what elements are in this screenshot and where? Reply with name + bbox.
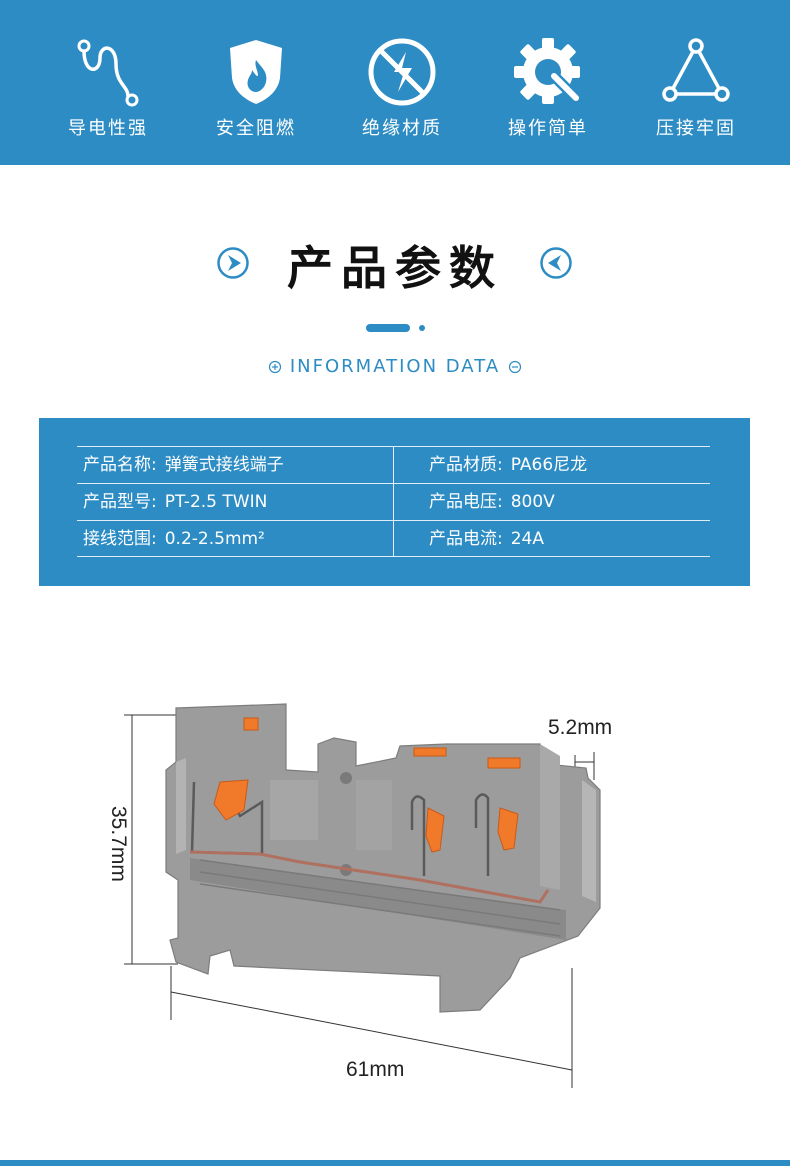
- spec-key: 产品名称: [83, 455, 151, 475]
- spec-key: 产品型号: [83, 492, 151, 512]
- feature-flame-safe: 安全阻燃: [186, 34, 326, 140]
- feature-band: 导电性强 安全阻燃 绝缘材质: [0, 0, 790, 165]
- spec-table: 产品名称:弹簧式接线端子 产品材质:PA66尼龙 产品型号:PT-2.5 TWI…: [77, 446, 710, 557]
- plus-circle-icon: [269, 360, 282, 374]
- bottom-strip: [0, 1160, 790, 1166]
- spec-key: 产品材质: [429, 455, 497, 475]
- feature-label: 导电性强: [68, 118, 148, 139]
- feature-label: 安全阻燃: [216, 118, 296, 139]
- feature-label: 操作简单: [508, 118, 588, 139]
- triangle-nodes-icon: [662, 38, 730, 102]
- spec-divider: [393, 484, 394, 520]
- conductive-wave-icon: [77, 39, 139, 107]
- spec-key: 产品电流: [429, 529, 497, 549]
- spec-cell: 产品名称:弹簧式接线端子: [83, 455, 284, 475]
- title-underline: [366, 324, 410, 332]
- gear-wrench-icon: [514, 38, 582, 104]
- section-subtitle: INFORMATION DATA: [0, 356, 790, 377]
- feature-label: 绝缘材质: [362, 118, 442, 139]
- spec-cell: 接线范围:0.2-2.5mm²: [83, 529, 265, 549]
- feature-easy-operation: 操作简单: [478, 34, 618, 140]
- spec-value: PA66尼龙: [510, 455, 588, 475]
- arrow-left-circle-icon: [540, 247, 572, 279]
- spec-divider: [393, 521, 394, 557]
- spec-value: 弹簧式接线端子: [164, 455, 284, 475]
- terminal-block-illustration: [124, 703, 601, 1088]
- spec-value: 24A: [510, 529, 544, 549]
- length-dimension-label: 61mm: [346, 1058, 405, 1081]
- spec-row: 接线范围:0.2-2.5mm² 产品电流:24A: [77, 520, 710, 557]
- dimension-drawing: 5.2mm 35.7mm 61mm: [0, 640, 790, 1100]
- spec-key: 产品电压: [429, 492, 497, 512]
- minus-circle-icon: [508, 360, 521, 374]
- orange-levers: [213, 717, 521, 853]
- spec-value: 800V: [510, 492, 555, 512]
- spec-row: 产品型号:PT-2.5 TWIN 产品电压:800V: [77, 483, 710, 520]
- feature-label: 压接牢固: [656, 118, 736, 139]
- spec-divider: [393, 447, 394, 483]
- feature-insulation: 绝缘材质: [332, 34, 472, 140]
- title-underline-dot: [419, 325, 425, 331]
- subtitle-text: INFORMATION DATA: [289, 356, 501, 377]
- spec-value: 0.2-2.5mm²: [164, 529, 265, 549]
- width-dimension-label: 5.2mm: [548, 716, 613, 739]
- spec-cell: 产品电流:24A: [429, 529, 544, 549]
- feature-firm-crimp: 压接牢固: [626, 34, 766, 140]
- spec-panel: 产品名称:弹簧式接线端子 产品材质:PA66尼龙 产品型号:PT-2.5 TWI…: [39, 418, 750, 586]
- height-dimension-label: 35.7mm: [107, 806, 130, 882]
- spec-key: 接线范围: [83, 529, 151, 549]
- terminal-housing: [165, 703, 601, 1013]
- section-title-row: 产品参数: [0, 228, 790, 298]
- spec-row: 产品名称:弹簧式接线端子 产品材质:PA66尼龙: [77, 446, 710, 483]
- spec-cell: 产品型号:PT-2.5 TWIN: [83, 492, 268, 512]
- page-title: 产品参数: [287, 241, 503, 295]
- spec-cell: 产品材质:PA66尼龙: [429, 455, 588, 475]
- arrow-right-circle-icon: [217, 247, 249, 279]
- spec-value: PT-2.5 TWIN: [164, 492, 268, 512]
- bus-bar: [189, 850, 550, 904]
- feature-conductive: 导电性强: [38, 34, 178, 140]
- flame-shield-icon: [230, 40, 282, 104]
- spec-cell: 产品电压:800V: [429, 492, 555, 512]
- no-electricity-icon: [368, 38, 436, 106]
